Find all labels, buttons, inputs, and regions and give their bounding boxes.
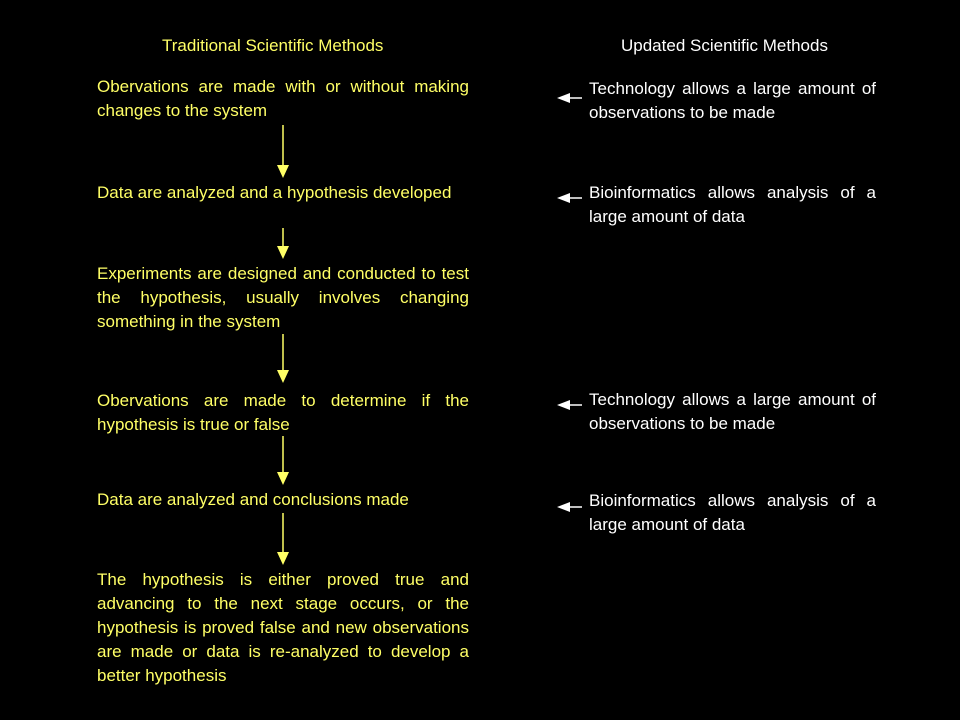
flow-arrow-4 — [277, 436, 289, 485]
traditional-methods-heading: Traditional Scientific Methods — [162, 36, 384, 55]
flow-arrow-5 — [277, 513, 289, 565]
side-arrow-2 — [557, 193, 582, 203]
flow-arrow-3 — [277, 334, 289, 383]
step-experiments: Experiments are designed and conducted t… — [97, 264, 469, 331]
step-analyze-hypothesis: Data are analyzed and a hypothesis devel… — [97, 183, 452, 202]
step-conclusions: Data are analyzed and conclusions made — [97, 490, 409, 509]
step-outcome: The hypothesis is either proved true and… — [97, 570, 469, 685]
side-arrow-4 — [557, 502, 582, 512]
side-arrow-1 — [557, 93, 582, 103]
note-technology-2: Technology allows a large amount of obse… — [589, 390, 876, 433]
note-bioinformatics-1: Bioinformatics allows analysis of a larg… — [589, 183, 876, 226]
step-observations: Obervations are made with or without mak… — [97, 77, 469, 120]
note-technology-1: Technology allows a large amount of obse… — [589, 79, 876, 122]
note-bioinformatics-2: Bioinformatics allows analysis of a larg… — [589, 491, 876, 534]
side-arrow-3 — [557, 400, 582, 410]
step-observations-test: Obervations are made to determine if the… — [97, 391, 469, 434]
updated-methods-heading: Updated Scientific Methods — [621, 36, 828, 55]
flow-arrow-1 — [277, 125, 289, 178]
flow-arrow-2 — [277, 228, 289, 259]
